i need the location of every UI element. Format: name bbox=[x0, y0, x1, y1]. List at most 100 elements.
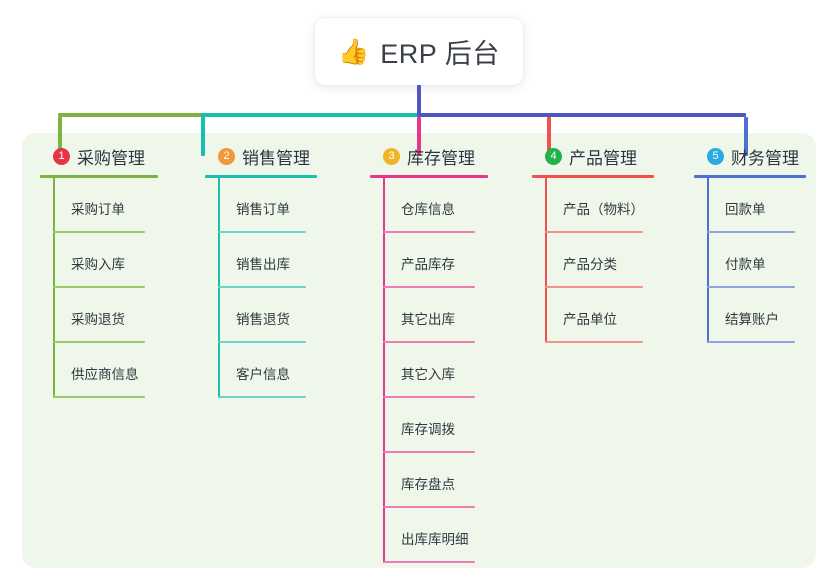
branch-title-3: 库存管理 bbox=[407, 148, 475, 168]
branch-badge-5: 5 bbox=[707, 147, 724, 165]
drop-finance bbox=[744, 117, 748, 156]
leaf-rule bbox=[218, 396, 306, 398]
leaf-node[interactable]: 回款单 bbox=[694, 178, 806, 233]
leaf-node[interactable]: 付款单 bbox=[694, 233, 806, 288]
bus-segment-blue bbox=[417, 113, 746, 117]
branch-header-3[interactable]: 3 库存管理 bbox=[370, 143, 488, 169]
branch-spine-3 bbox=[383, 178, 385, 563]
leaf-rule bbox=[383, 561, 475, 563]
leaf-rule bbox=[383, 231, 475, 233]
leaf-node[interactable]: 采购退货 bbox=[40, 288, 158, 343]
branch-title-2: 销售管理 bbox=[242, 148, 310, 168]
leaf-rule bbox=[53, 341, 145, 343]
leaf-node[interactable]: 销售退货 bbox=[205, 288, 317, 343]
leaf-node[interactable]: 结算账户 bbox=[694, 288, 806, 343]
branch-column-4[interactable]: 4 产品管理产品（物料） 产品分类产品单位 bbox=[532, 143, 654, 343]
leaf-rule bbox=[218, 231, 306, 233]
leaf-label: 结算账户 bbox=[725, 312, 779, 327]
branches-backdrop-panel bbox=[22, 133, 816, 568]
bus-segment-green bbox=[58, 113, 203, 117]
leaf-label: 销售订单 bbox=[236, 202, 290, 217]
leaf-label: 出库库明细 bbox=[401, 532, 469, 547]
branch-badge-3: 3 bbox=[383, 147, 400, 165]
leaf-rule bbox=[383, 286, 475, 288]
leaf-node[interactable]: 销售出库 bbox=[205, 233, 317, 288]
leaf-label: 采购退货 bbox=[71, 312, 125, 327]
leaf-label: 回款单 bbox=[725, 202, 766, 217]
leaf-label: 销售出库 bbox=[236, 257, 290, 272]
leaf-rule bbox=[53, 231, 145, 233]
branch-badge-4: 4 bbox=[545, 147, 562, 165]
leaf-rule bbox=[53, 396, 145, 398]
leaf-node[interactable]: 采购入库 bbox=[40, 233, 158, 288]
root-trunk-connector bbox=[417, 85, 421, 117]
leaf-label: 采购订单 bbox=[71, 202, 125, 217]
leaf-node[interactable]: 产品（物料） bbox=[532, 178, 654, 233]
branch-column-1[interactable]: 1 采购管理采购订单采购入库采购退货供应商信息 bbox=[40, 143, 158, 398]
branch-body-5: 回款单付款单结算账户 bbox=[694, 178, 806, 343]
leaf-node[interactable]: 客户信息 bbox=[205, 343, 317, 398]
branch-title-1: 采购管理 bbox=[77, 148, 145, 168]
branch-title-4: 产品管理 bbox=[569, 148, 637, 168]
branch-spine-4 bbox=[545, 178, 547, 343]
branch-header-4[interactable]: 4 产品管理 bbox=[532, 143, 654, 169]
leaf-label: 库存盘点 bbox=[401, 477, 455, 492]
leaf-label: 仓库信息 bbox=[401, 202, 455, 217]
leaf-label: 供应商信息 bbox=[71, 367, 139, 382]
branch-column-5[interactable]: 5 财务管理回款单付款单结算账户 bbox=[694, 143, 806, 343]
leaf-rule bbox=[545, 286, 643, 288]
leaf-node[interactable]: 供应商信息 bbox=[40, 343, 158, 398]
leaf-node[interactable]: 产品分类 bbox=[532, 233, 654, 288]
branch-header-1[interactable]: 1 采购管理 bbox=[40, 143, 158, 169]
branch-column-3[interactable]: 3 库存管理仓库信息产品库存其它出库其它入库库存调拨库存盘点出库库明细 bbox=[370, 143, 488, 563]
branch-body-3: 仓库信息产品库存其它出库其它入库库存调拨库存盘点出库库明细 bbox=[370, 178, 488, 563]
branch-header-rule-4 bbox=[532, 175, 654, 178]
leaf-node[interactable]: 销售订单 bbox=[205, 178, 317, 233]
branch-body-1: 采购订单采购入库采购退货供应商信息 bbox=[40, 178, 158, 398]
drop-purchase bbox=[58, 117, 62, 156]
leaf-label: 采购入库 bbox=[71, 257, 125, 272]
leaf-label: 产品单位 bbox=[563, 312, 617, 327]
leaf-label: 产品分类 bbox=[563, 257, 617, 272]
branch-spine-5 bbox=[707, 178, 709, 343]
leaf-node[interactable]: 采购订单 bbox=[40, 178, 158, 233]
branch-spine-2 bbox=[218, 178, 220, 398]
leaf-rule bbox=[545, 231, 643, 233]
branch-body-4: 产品（物料） 产品分类产品单位 bbox=[532, 178, 654, 343]
root-node-title: ERP 后台 bbox=[380, 39, 500, 69]
leaf-label: 产品库存 bbox=[401, 257, 455, 272]
leaf-node[interactable]: 仓库信息 bbox=[370, 178, 488, 233]
branch-header-5[interactable]: 5 财务管理 bbox=[694, 143, 806, 169]
branch-header-rule-1 bbox=[40, 175, 158, 178]
branch-title-5: 财务管理 bbox=[731, 148, 799, 168]
leaf-node[interactable]: 出库库明细 bbox=[370, 508, 488, 563]
branch-badge-1: 1 bbox=[53, 147, 70, 165]
leaf-label: 其它入库 bbox=[401, 367, 455, 382]
leaf-rule bbox=[218, 341, 306, 343]
leaf-node[interactable]: 库存调拨 bbox=[370, 398, 488, 453]
leaf-node[interactable]: 产品单位 bbox=[532, 288, 654, 343]
leaf-label: 客户信息 bbox=[236, 367, 290, 382]
drop-sales bbox=[201, 117, 205, 156]
leaf-node[interactable]: 其它出库 bbox=[370, 288, 488, 343]
bus-segment-teal bbox=[201, 113, 419, 117]
branch-header-rule-2 bbox=[205, 175, 317, 178]
leaf-rule bbox=[383, 341, 475, 343]
leaf-label: 其它出库 bbox=[401, 312, 455, 327]
leaf-rule bbox=[707, 341, 795, 343]
leaf-label: 付款单 bbox=[725, 257, 766, 272]
leaf-node[interactable]: 库存盘点 bbox=[370, 453, 488, 508]
drop-product bbox=[547, 117, 551, 156]
thumbs-up-icon: 👍 bbox=[338, 38, 370, 66]
leaf-rule bbox=[707, 286, 795, 288]
root-node-card[interactable]: 👍 ERP 后台 bbox=[315, 18, 523, 85]
branch-header-rule-3 bbox=[370, 175, 488, 178]
leaf-label: 产品（物料） bbox=[563, 202, 644, 217]
leaf-label: 销售退货 bbox=[236, 312, 290, 327]
leaf-node[interactable]: 其它入库 bbox=[370, 343, 488, 398]
leaf-rule bbox=[383, 506, 475, 508]
leaf-node[interactable]: 产品库存 bbox=[370, 233, 488, 288]
